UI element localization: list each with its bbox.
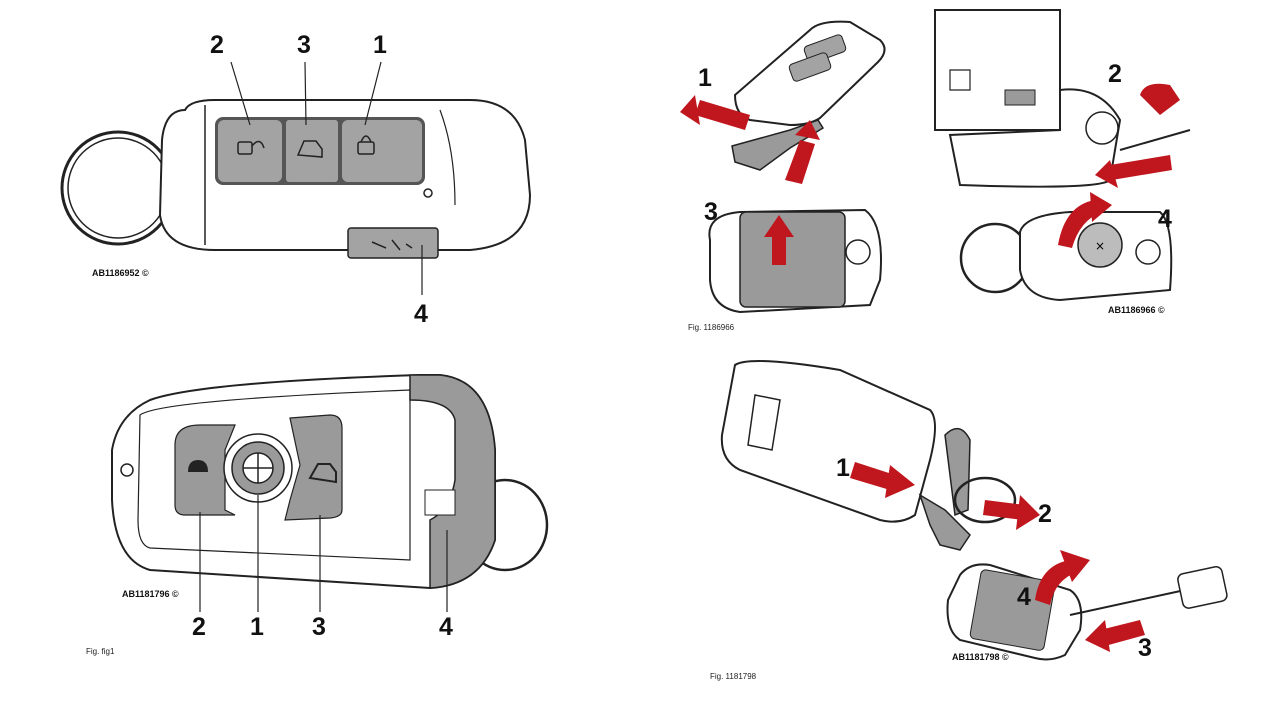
figure-caption: Fig. 1181798 xyxy=(710,672,757,681)
callout-3: 3 xyxy=(312,613,326,641)
screwdriver xyxy=(1069,589,1186,616)
round-fob-illustration xyxy=(111,374,549,612)
panic-button xyxy=(347,227,439,259)
panic-icon xyxy=(371,239,413,251)
screwdriver xyxy=(1119,129,1191,151)
arrow-red-3 xyxy=(764,215,794,265)
unlock-icon xyxy=(237,141,253,155)
reference-code: AB1181798 © xyxy=(952,652,1009,662)
battery-cover xyxy=(739,211,846,308)
trunk-button xyxy=(286,120,338,182)
callout-3: 3 xyxy=(1138,634,1152,662)
arrow-red-4 xyxy=(1058,192,1112,248)
callout-3: 3 xyxy=(704,198,718,226)
reference-code: AB1181796 © xyxy=(122,589,179,599)
callout-2: 2 xyxy=(192,613,206,641)
callout-2: 2 xyxy=(210,31,224,59)
keyfob-body xyxy=(720,360,936,523)
callout-1: 1 xyxy=(698,64,712,92)
trunk-icon xyxy=(296,140,323,158)
arrow-red-1 xyxy=(850,462,915,498)
arrow-red-1b xyxy=(785,120,820,184)
callout-2: 2 xyxy=(1038,500,1052,528)
coin-battery xyxy=(1077,222,1123,268)
callout-4: 4 xyxy=(414,300,428,328)
figure-caption: Fig. 1186966 xyxy=(688,323,735,332)
panel-battery-replacement-flipkey: × 1 2 3 4 AB1186966 © Fig. 1186966 xyxy=(640,0,1280,350)
slim-fob-steps-illustration xyxy=(720,360,1228,661)
arrow-red-2 xyxy=(1095,83,1180,188)
trunk-button xyxy=(284,414,343,521)
arrow-red-2 xyxy=(983,495,1040,530)
keyfob-illustration xyxy=(60,61,532,295)
callout-4: 4 xyxy=(1158,205,1172,233)
key-ring xyxy=(60,130,176,246)
lock-icon xyxy=(357,141,375,155)
panel-battery-replacement-slim: 1 2 4 3 AB1181798 © Fig. 1181798 xyxy=(640,350,1280,720)
arrow-red-3 xyxy=(1085,620,1145,652)
key-ring xyxy=(953,476,1017,524)
callout-2: 2 xyxy=(1108,60,1122,88)
unlock-icon xyxy=(188,460,208,472)
arrow-red-4 xyxy=(1035,550,1090,605)
callout-4: 4 xyxy=(439,613,453,641)
reference-code: AB1186952 © xyxy=(92,268,149,278)
callout-1: 1 xyxy=(250,613,264,641)
callout-1: 1 xyxy=(373,31,387,59)
reference-code: AB1186966 © xyxy=(1108,305,1165,315)
callout-3: 3 xyxy=(297,31,311,59)
arrow-red-1 xyxy=(680,95,750,130)
key-blade xyxy=(918,493,971,551)
trunk-icon xyxy=(308,463,337,484)
callout-1: 1 xyxy=(836,454,850,482)
panel-keyfob-round: AB1181796 © 2 1 3 4 Fig. fig1 xyxy=(0,360,640,720)
figure-caption: Fig. fig1 xyxy=(86,647,115,656)
lock-button xyxy=(342,120,422,182)
end-cap xyxy=(409,374,496,589)
callout-4: 4 xyxy=(1017,583,1031,611)
unlock-button xyxy=(218,120,282,182)
panel-keyfob-buttons: 2 3 1 4 AB1186952 © xyxy=(0,0,640,350)
svg-text:×: × xyxy=(1095,239,1105,253)
battery-steps-illustration: × xyxy=(680,9,1191,314)
